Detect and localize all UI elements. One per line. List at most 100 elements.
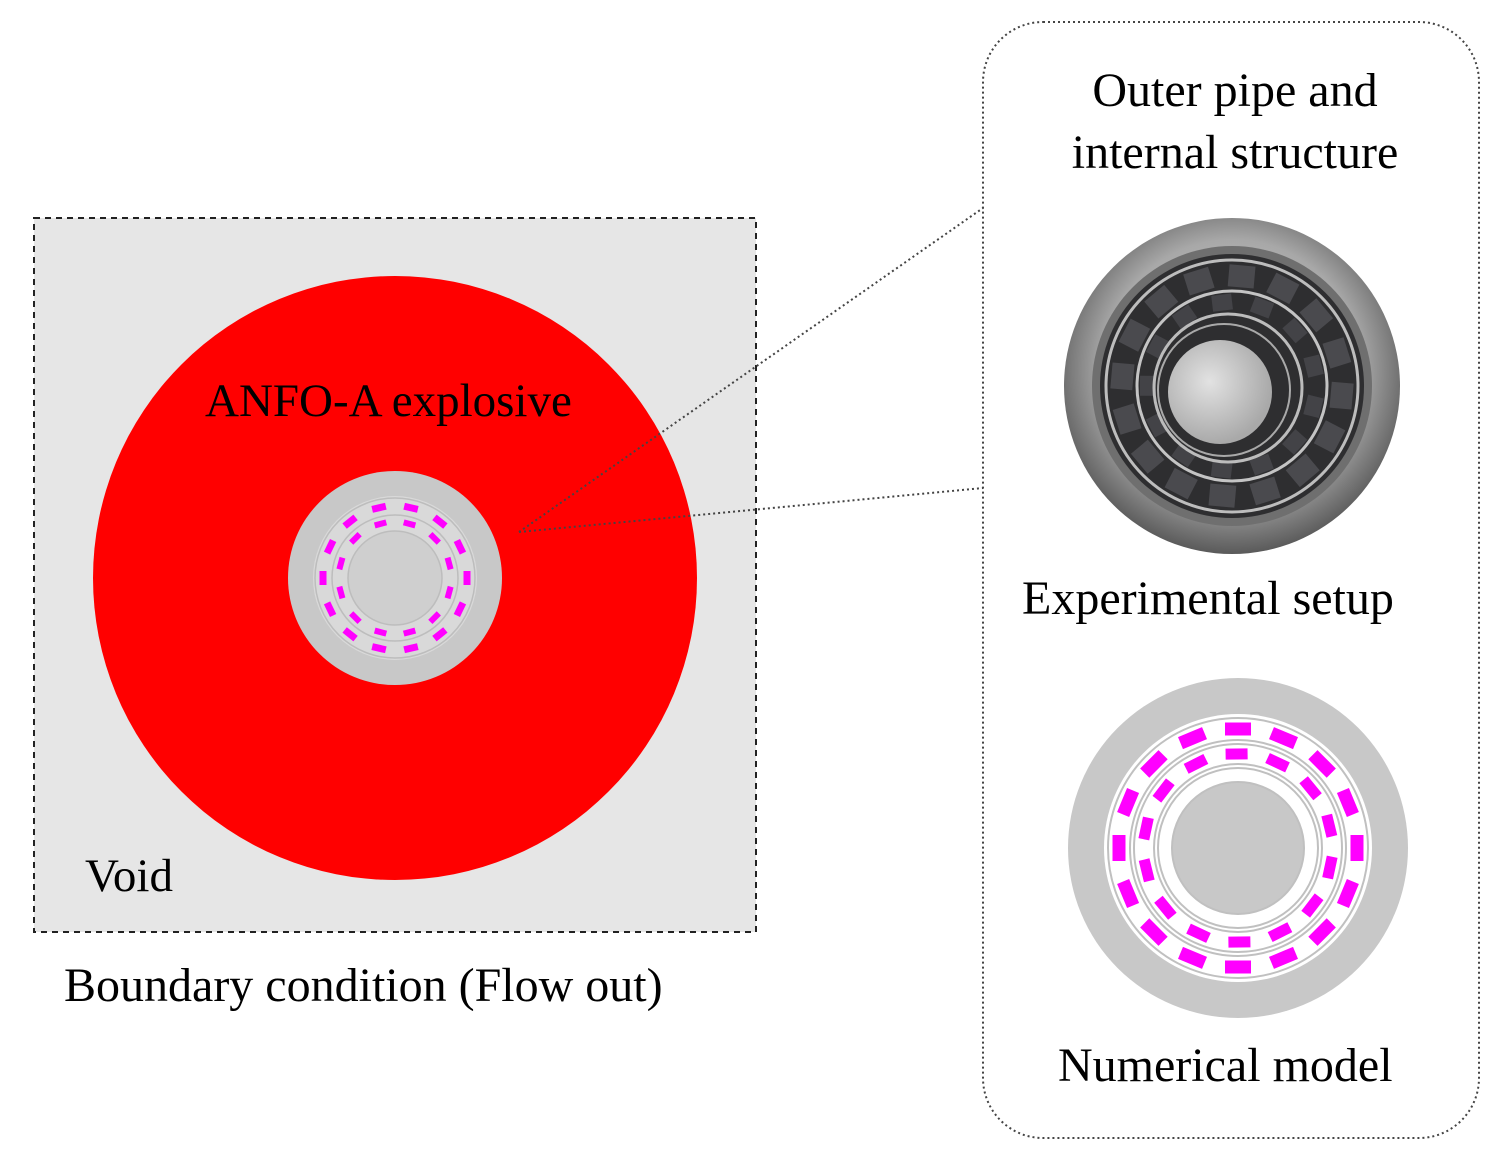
- num-ring-1: [1107, 717, 1369, 979]
- num-inner-ring-block: [1138, 858, 1155, 883]
- num-outer-ring-block: [1178, 946, 1207, 969]
- explosive-label: ANFO-A explosive: [205, 375, 572, 427]
- main-inner-ring-block: [444, 556, 454, 571]
- photo-outer-ring-block: [1322, 337, 1352, 369]
- photo-ring-4: [1157, 323, 1291, 457]
- photo-outer-ring-block: [1118, 318, 1151, 352]
- num-outer-ring-block: [1178, 727, 1207, 750]
- main-outer-ring-block: [403, 643, 419, 654]
- num-outer-ring-block: [1336, 788, 1359, 817]
- photo-inner-ring-block: [1303, 394, 1324, 418]
- num-outer-ring-block: [1308, 750, 1336, 778]
- main-outer-ring-block: [342, 514, 358, 529]
- photo-outer-ring-block: [1266, 272, 1300, 305]
- main-outer-ring-block: [323, 538, 337, 555]
- photo-outer-ring-block: [1112, 403, 1142, 435]
- photo-core: [1168, 340, 1272, 444]
- photo-inner-ring-block: [1145, 334, 1170, 360]
- photo-ring-1: [1104, 258, 1360, 514]
- callout-title: Outer pipe and internal structure: [1000, 60, 1470, 184]
- main-inner-ring-block: [373, 627, 388, 637]
- main-outer-ring-block: [342, 627, 358, 642]
- num-inner-ring-block: [1267, 922, 1293, 942]
- num-block-group: [1112, 722, 1364, 974]
- main-outer-ring-block: [463, 571, 471, 585]
- num-ring-5: [1157, 767, 1319, 929]
- num-ring-3: [1133, 743, 1343, 953]
- main-outer-ring-block: [319, 571, 327, 585]
- photo-ring-3: [1152, 312, 1304, 464]
- num-outer-ring-block: [1117, 879, 1140, 908]
- num-inner-ring-block: [1265, 753, 1290, 773]
- main-outer-ring-block: [432, 514, 448, 529]
- main-block-group: [319, 502, 471, 654]
- experimental-setup-label: Experimental setup: [1022, 572, 1394, 625]
- photo-inner-ring-block: [1145, 412, 1170, 438]
- num-ring-2: [1129, 739, 1347, 957]
- callout-title-line-2: internal structure: [1071, 126, 1399, 179]
- main-ring-2: [331, 514, 459, 642]
- photo-inner-ring-block: [1303, 354, 1324, 378]
- boundary-dashed-frame: [33, 217, 757, 933]
- photo-inner-ring-block: [1282, 317, 1308, 344]
- num-outer-ring-block: [1117, 788, 1140, 817]
- photo-inner-ring-block: [1249, 296, 1275, 319]
- main-outer-ring-block: [323, 601, 337, 618]
- num-inner-ring-block: [1154, 895, 1177, 920]
- main-outer-ring-block: [403, 502, 419, 513]
- photo-inner-ring-block: [1171, 442, 1197, 468]
- photo-outer-ring-block: [1144, 284, 1179, 319]
- num-outer-ring-block: [1336, 879, 1359, 908]
- photo-block-group: [1110, 264, 1354, 508]
- photo-outer-ring-block: [1329, 381, 1354, 410]
- num-outer-ring-block: [1225, 960, 1251, 974]
- callout-leader-top: [518, 207, 984, 533]
- num-outer-ring-block: [1112, 835, 1126, 861]
- main-inner-ring-block: [336, 585, 346, 600]
- num-inner-ring-block: [1228, 936, 1251, 948]
- callout-title-line-1: Outer pipe and: [1092, 64, 1378, 117]
- photo-inner-ring-block: [1139, 375, 1157, 396]
- main-inner-ring-block: [402, 627, 417, 637]
- photo-inner-ring-block: [1210, 460, 1233, 479]
- photo-outer-ring-block: [1313, 420, 1346, 454]
- num-ring-4: [1153, 763, 1323, 933]
- photo-outer-ring-block: [1285, 453, 1320, 488]
- main-inner-ring-block: [444, 585, 454, 600]
- main-inner-ring-block: [428, 611, 441, 624]
- main-outer-ring-block: [453, 601, 467, 618]
- num-outer-ring-block: [1225, 722, 1251, 736]
- photo-ring-2: [1135, 289, 1329, 483]
- main-outer-ring-block: [371, 502, 387, 513]
- main-inner-ring-block: [349, 611, 362, 624]
- num-outer-ring-block: [1140, 750, 1168, 778]
- num-outer-ring-block: [1269, 946, 1298, 969]
- main-inner-ring-block: [336, 556, 346, 571]
- photo-inner-ring-block: [1282, 429, 1308, 455]
- main-outer-ring-block: [371, 643, 387, 654]
- boundary-condition-label: Boundary condition (Flow out): [64, 959, 663, 1012]
- num-outer-ring-block: [1350, 835, 1364, 861]
- main-inner-ring-block: [402, 519, 417, 529]
- num-inner-ring-block: [1186, 923, 1211, 943]
- num-inner-ring-block: [1225, 748, 1248, 760]
- photo-outer-ring-block: [1249, 476, 1281, 506]
- photo-outer-ring-block: [1130, 439, 1165, 474]
- experimental-setup-photo: [1064, 218, 1400, 554]
- num-outer-ring-block: [1269, 727, 1298, 750]
- main-inner-ring-block: [349, 532, 362, 545]
- photo-outer-ring-block: [1227, 264, 1256, 289]
- num-inner-ring-block: [1138, 816, 1154, 841]
- num-inner-ring-block: [1183, 754, 1209, 774]
- num-inner-ring-block: [1152, 778, 1175, 803]
- photo-inner-ring-block: [1249, 453, 1274, 476]
- num-outer-ring-block: [1140, 918, 1168, 946]
- num-inner-ring-block: [1299, 776, 1322, 801]
- photo-inner-ring-block: [1211, 293, 1233, 312]
- num-outer-ring-block: [1308, 918, 1336, 946]
- photo-outer-ring-block: [1164, 467, 1198, 500]
- main-inner-ring-block: [373, 519, 388, 529]
- photo-outer-ring-block: [1208, 483, 1237, 508]
- main-inner-ring-block: [428, 532, 441, 545]
